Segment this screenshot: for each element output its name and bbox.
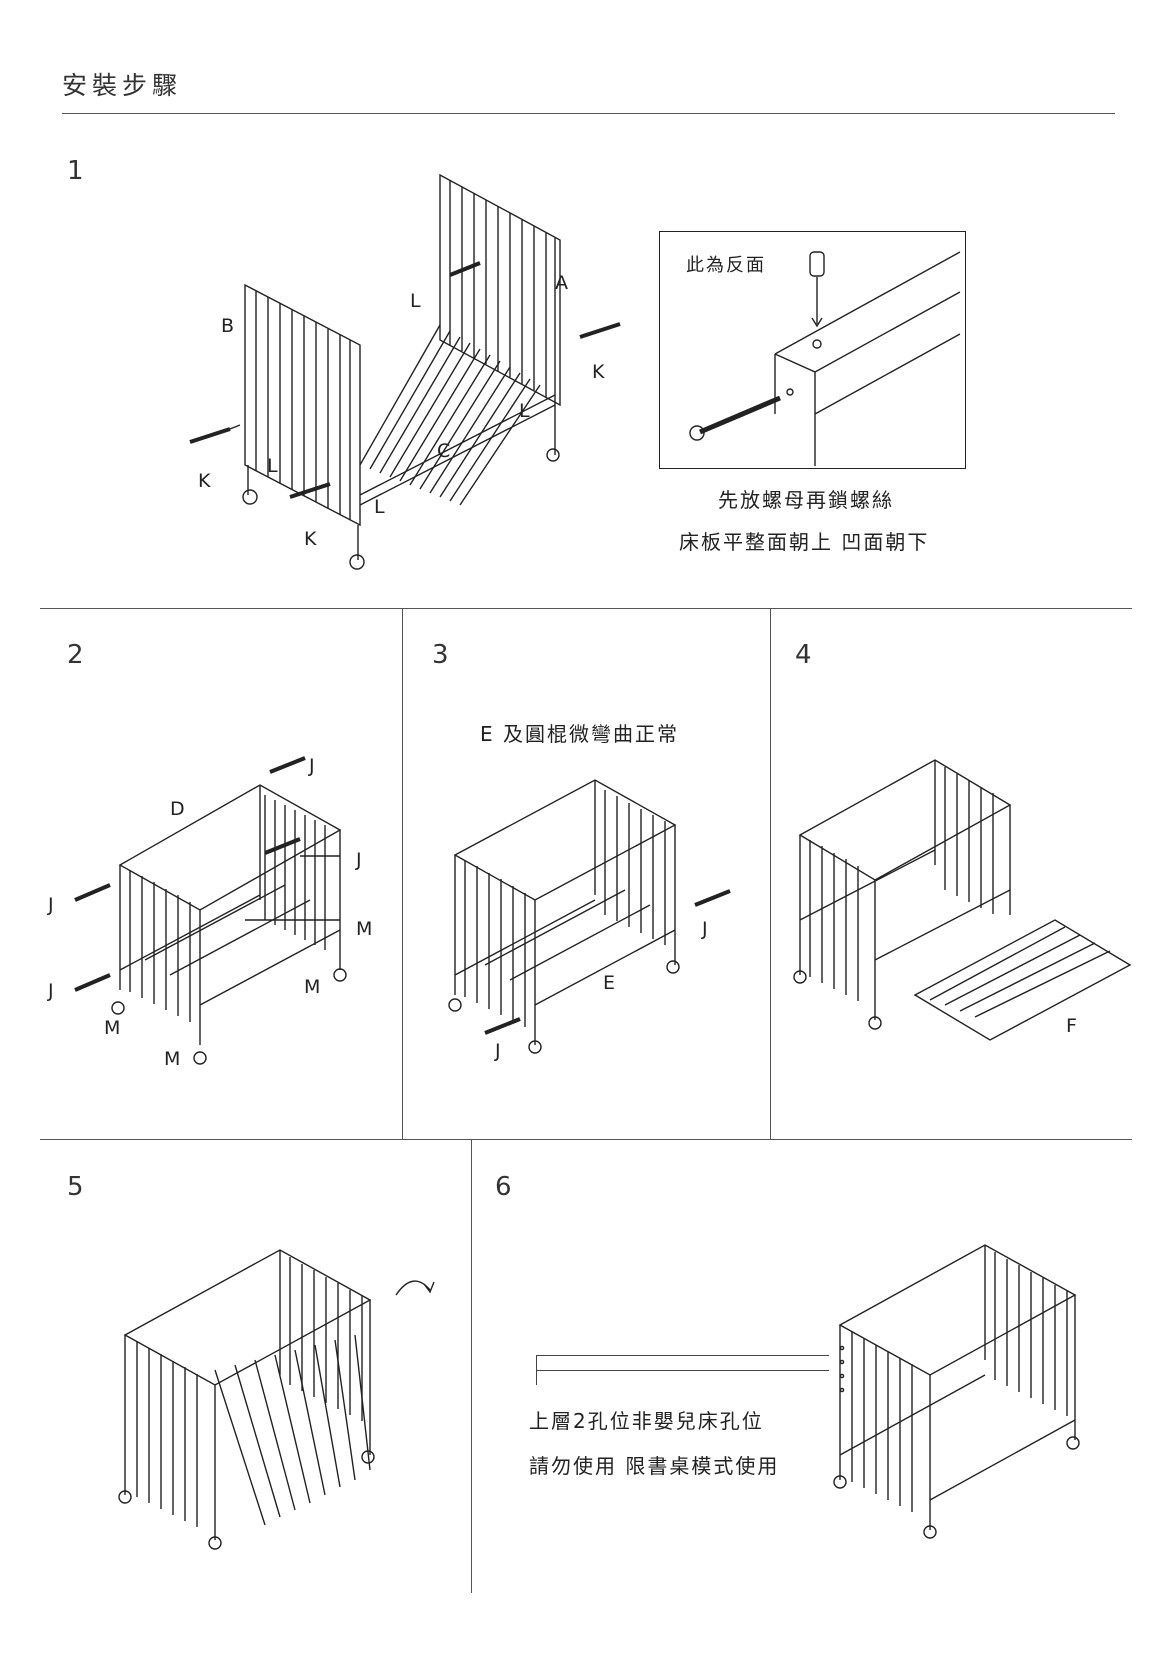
step-3-label-j-bottom: J — [495, 1040, 501, 1062]
step-1-label-l-right: L — [519, 400, 530, 422]
step-5-crib-drawing — [115, 1225, 435, 1555]
step-2-label-m-mid: M — [304, 976, 321, 998]
step-1-label-k-right: K — [592, 361, 605, 383]
step-1-label-k-left: K — [198, 470, 211, 492]
step-2-label-j-left-lower: J — [48, 980, 54, 1002]
step-1-inset-reverse-label: 此為反面 — [686, 255, 766, 276]
step-2-label-j-top: J — [309, 755, 315, 777]
step-2-label-d: D — [170, 798, 185, 820]
col-divider-2-3 — [402, 608, 403, 1139]
page-title: 安裝步驟 — [62, 71, 183, 100]
step-6-note-line1: 上層2孔位非嬰兒床孔位 — [529, 1409, 764, 1433]
step-2-crib-drawing — [70, 760, 390, 1060]
step-1-label-l-bottom: L — [374, 496, 385, 518]
col-divider-5-6 — [471, 1139, 472, 1593]
step-1-number: 1 — [67, 156, 84, 186]
step-1-label-k-bottom: K — [304, 528, 317, 550]
step-1-inset-caption-line2: 床板平整面朝上 凹面朝下 — [679, 530, 930, 554]
step-1-inset-drawing — [660, 232, 964, 466]
col-divider-3-4 — [770, 608, 771, 1139]
step-6-callout-line-bottom — [536, 1370, 829, 1371]
step-3-label-e: E — [603, 972, 616, 994]
step-5-number: 5 — [67, 1172, 84, 1202]
step-1-label-a: A — [555, 272, 568, 294]
step-2-label-j-right: J — [356, 849, 362, 871]
step-6-callout-line-left — [536, 1355, 537, 1385]
step-6-crib-drawing — [830, 1240, 1130, 1540]
step-2-number: 2 — [67, 640, 84, 670]
step-2-label-m-right: M — [356, 918, 373, 940]
step-1-label-b: B — [221, 315, 235, 337]
step-2-label-j-left-upper: J — [48, 894, 54, 916]
step-3-label-j-right: J — [702, 918, 708, 940]
step-1-label-l-left: L — [267, 455, 278, 477]
step-1-inset-caption-line1: 先放螺母再鎖螺絲 — [718, 488, 894, 512]
step-1-crib-frame-drawing — [160, 165, 640, 570]
step-6-callout-line-top — [536, 1355, 829, 1356]
step-1-label-l-top: L — [410, 290, 421, 312]
step-3-note: E 及圓棍微彎曲正常 — [480, 722, 679, 746]
step-6-number: 6 — [495, 1172, 512, 1202]
step-1-label-c: C — [437, 440, 451, 462]
step-4-label-f: F — [1066, 1015, 1077, 1037]
rotate-arrow-icon — [388, 1270, 438, 1310]
row-divider-1 — [40, 608, 1132, 609]
step-1-inset-box — [659, 231, 966, 469]
step-4-crib-drawing — [795, 755, 1135, 1055]
step-4-number: 4 — [795, 640, 812, 670]
step-2-label-m-bottom: M — [164, 1048, 181, 1070]
row-divider-2 — [40, 1139, 1132, 1140]
step-2-label-m-left: M — [104, 1017, 121, 1039]
step-3-number: 3 — [432, 640, 449, 670]
step-3-crib-drawing — [445, 775, 745, 1065]
step-6-note-line2: 請勿使用 限書桌模式使用 — [529, 1454, 780, 1478]
title-divider — [62, 113, 1115, 114]
